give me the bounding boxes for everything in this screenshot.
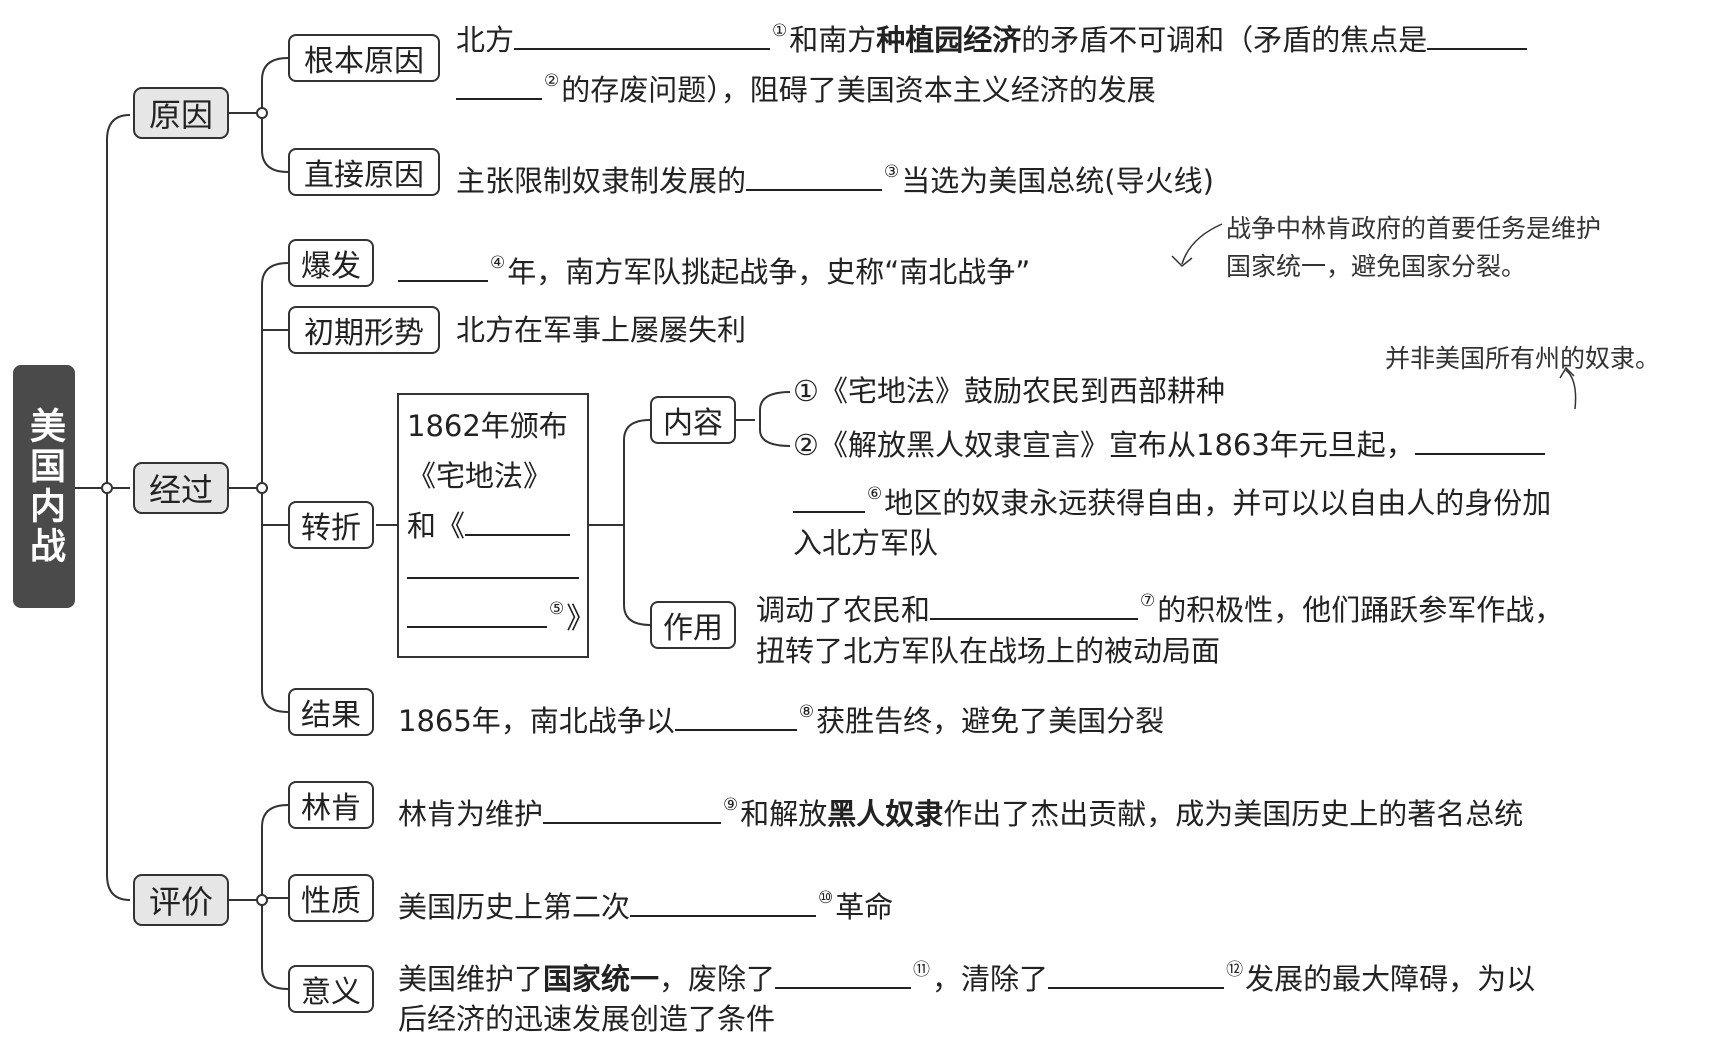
node-nature: 性质 [288, 874, 374, 922]
blank-2a[interactable] [1427, 18, 1528, 50]
section-evaluation: 评价 [133, 874, 229, 926]
box-line-2: 《宅地法》 [407, 459, 553, 493]
blank-5a[interactable] [465, 504, 571, 536]
blank-5c[interactable] [407, 596, 547, 628]
early-situation-text: 北方在军事上屡屡失利 [456, 313, 747, 347]
node-turning-point: 转折 [288, 501, 374, 549]
node-significance: 意义 [288, 965, 374, 1013]
box-line-4 [407, 547, 579, 586]
box-line-5: ⑤》 [407, 595, 595, 637]
significance-text-line2: 后经济的迅速发展创造了条件 [398, 1002, 776, 1036]
blank-9[interactable] [543, 792, 722, 824]
blank-6a[interactable] [1414, 423, 1545, 455]
content-item-2-line1: ②《解放黑人奴隶宣言》宣布从1863年元旦起， [793, 420, 1545, 470]
section-process: 经过 [133, 462, 229, 514]
turning-documents-box: 1862年颁布 《宅地法》 和《 ⑤》 [397, 393, 595, 658]
node-lincoln: 林肯 [288, 781, 374, 829]
content-item-1: ①《宅地法》鼓励农民到西部耕种 [793, 374, 1225, 408]
content-item-2-line2: ⑥地区的奴隶永远获得自由，并可以以自由人的身份加 [793, 469, 1551, 528]
blank-1[interactable] [514, 18, 771, 50]
blank-12[interactable] [1048, 957, 1225, 989]
node-direct-cause: 直接原因 [288, 148, 440, 196]
node-fundamental-cause: 根本原因 [288, 34, 440, 82]
content-item-2-line3: 入北方军队 [793, 526, 939, 560]
node-content: 内容 [650, 396, 736, 444]
blank-3[interactable] [746, 159, 883, 191]
outbreak-text: ④年，南方军队挑起战争，史称“南北战争” [398, 238, 1030, 297]
node-result: 结果 [288, 688, 374, 736]
box-line-1: 1862年颁布 [407, 409, 568, 443]
blank-4[interactable] [398, 250, 488, 282]
blank-10[interactable] [630, 885, 817, 917]
blank-5b[interactable] [407, 547, 579, 579]
blank-2b[interactable] [456, 68, 542, 100]
node-effect: 作用 [650, 601, 736, 649]
annotation-not-all-states: 并非美国所有州的奴隶。 [1385, 344, 1661, 373]
effect-text-line2: 扭转了北方军队在战场上的被动局面 [756, 634, 1221, 668]
box-line-3: 和《 [407, 503, 571, 545]
blank-7[interactable] [930, 588, 1139, 620]
node-early-situation: 初期形势 [288, 306, 440, 354]
root-topic: 美国内战 [13, 365, 75, 608]
blank-11[interactable] [775, 957, 912, 989]
node-outbreak: 爆发 [288, 239, 374, 287]
blank-8[interactable] [674, 699, 797, 731]
annotation-lincoln-goal: 战争中林肯政府的首要任务是维护 国家统一，避免国家分裂。 [1226, 214, 1602, 281]
section-cause: 原因 [133, 87, 229, 139]
blank-6b[interactable] [793, 481, 865, 513]
fundamental-text-line2: ②的存废问题），阻碍了美国资本主义经济的发展 [456, 56, 1156, 115]
